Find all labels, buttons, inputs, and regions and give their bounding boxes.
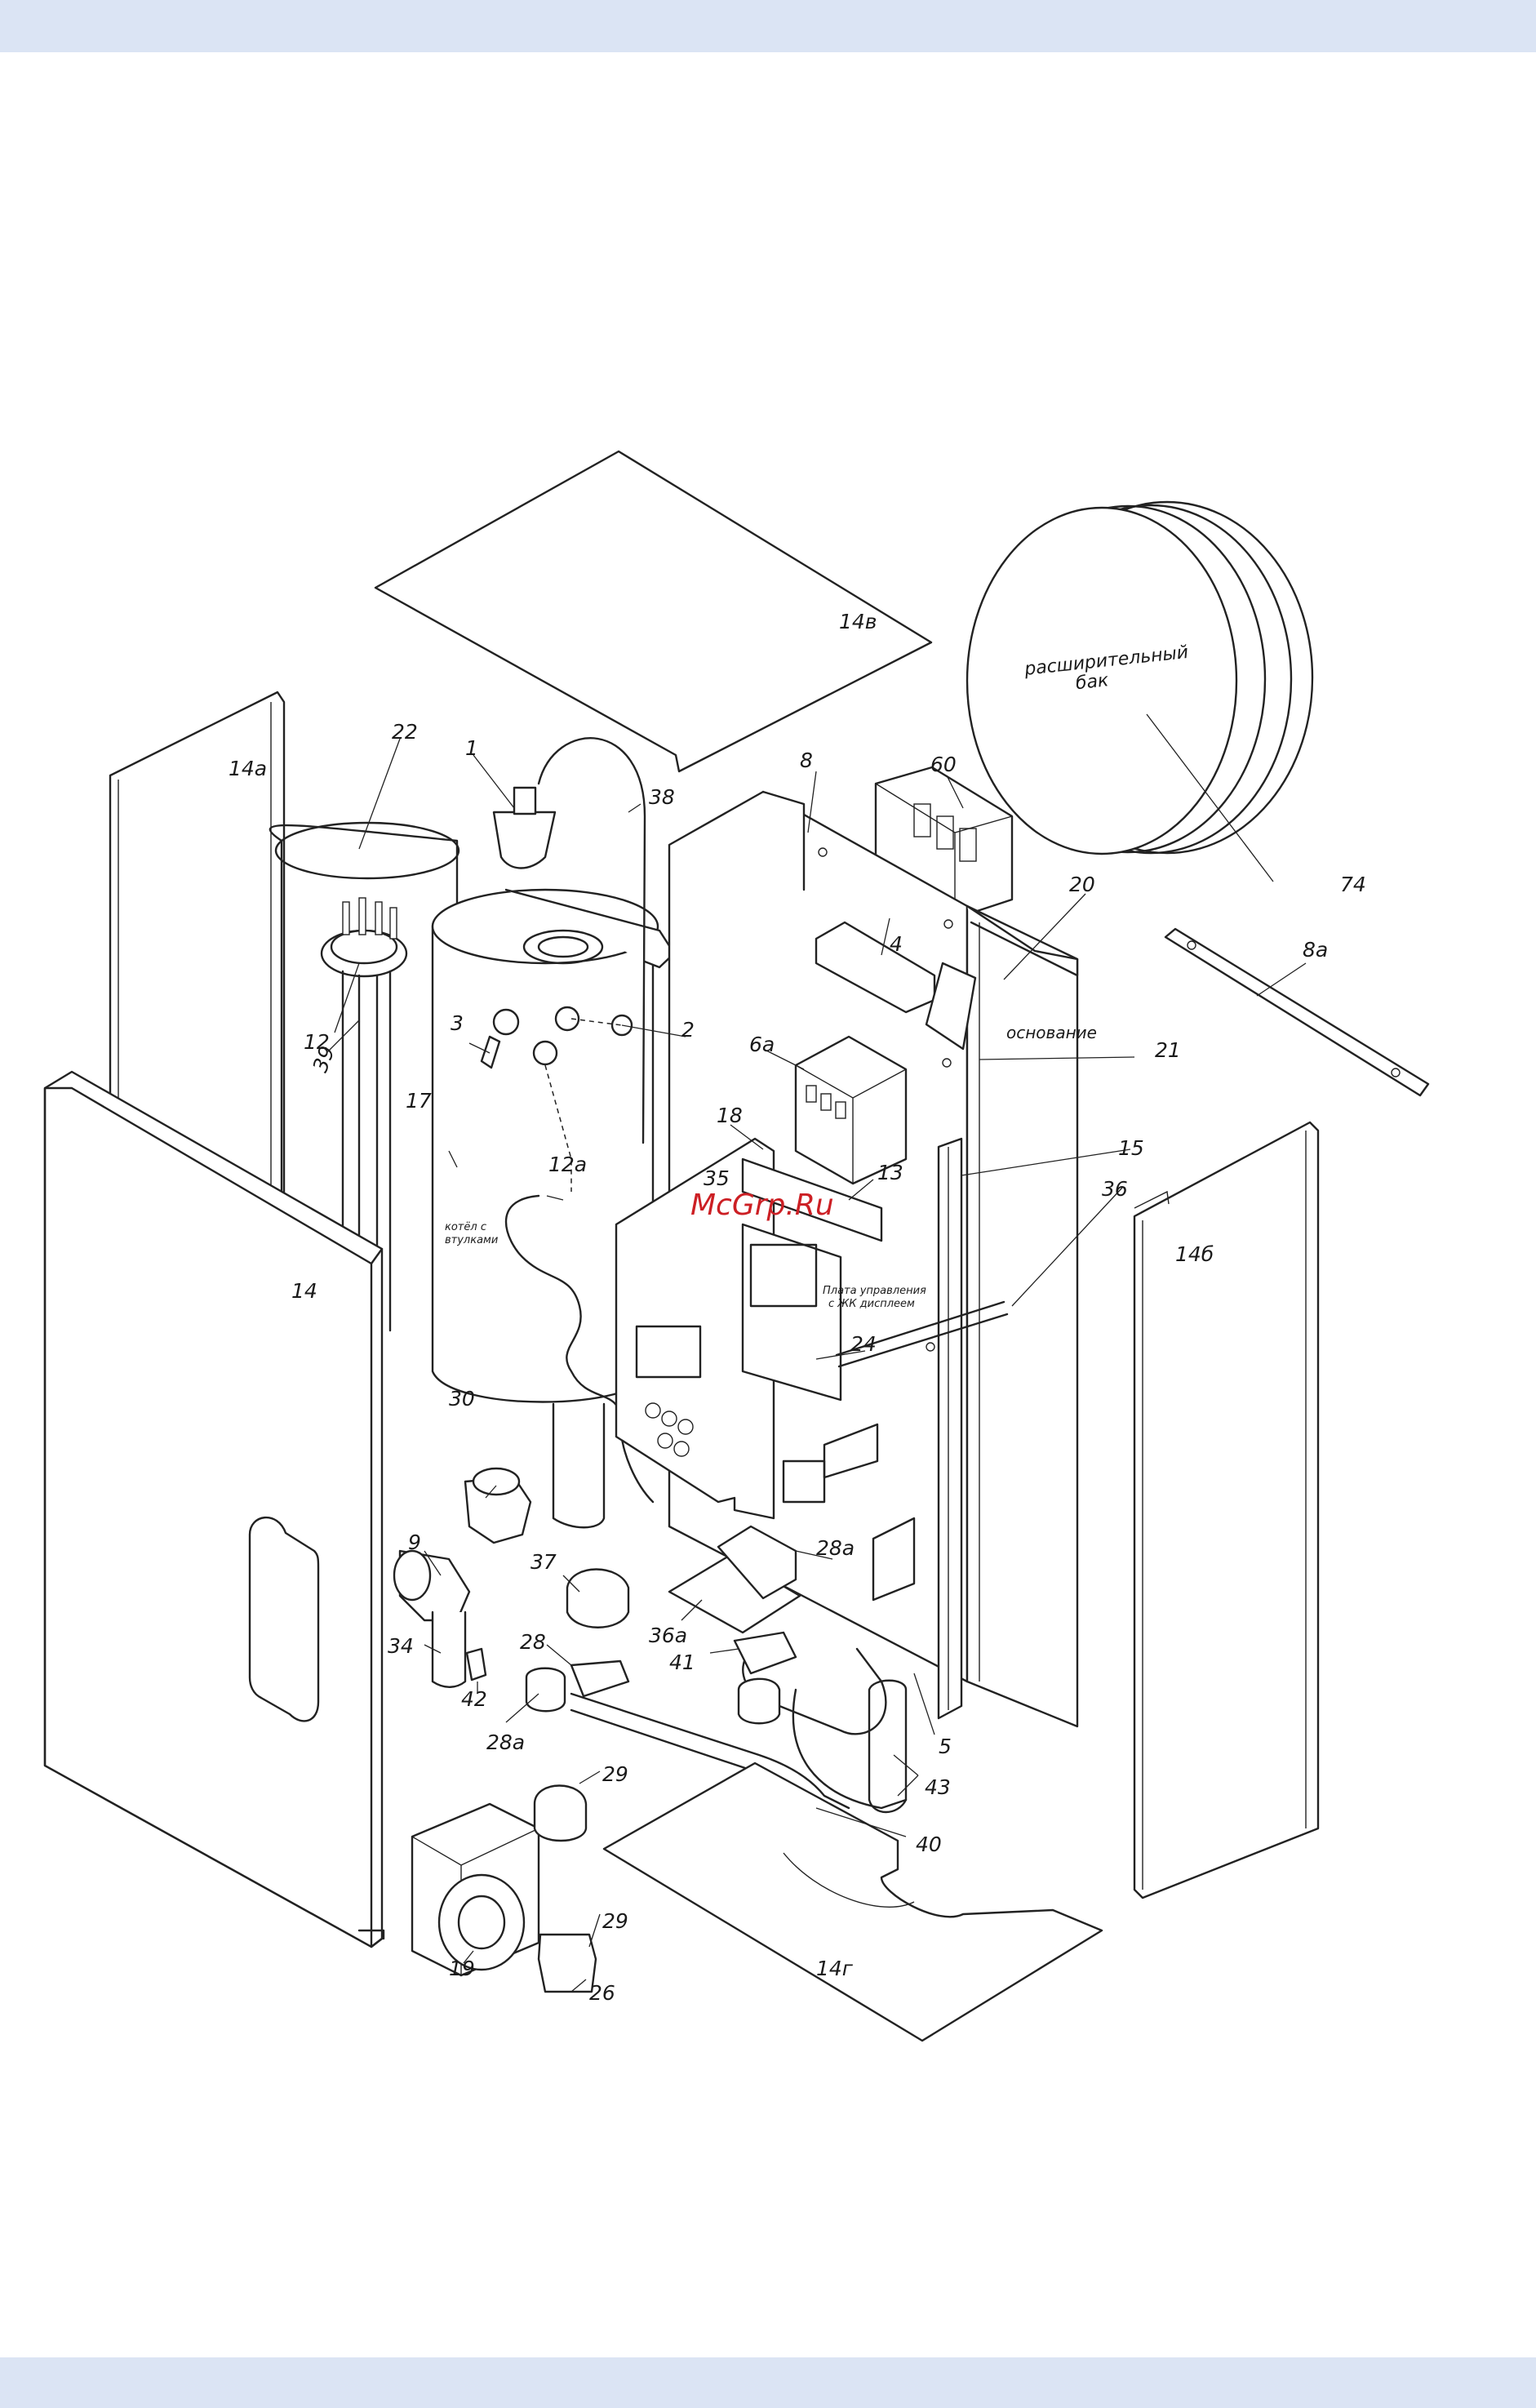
boiler-caption-line2: втулками — [445, 1234, 498, 1246]
label-37: 37 — [530, 1550, 557, 1574]
label-14b: 14б — [1175, 1242, 1214, 1266]
label-30: 30 — [449, 1387, 475, 1411]
label-8a: 8а — [1303, 938, 1328, 962]
board-caption-line2: с ЖК дисплеем — [828, 1298, 915, 1310]
label-38: 38 — [649, 785, 675, 809]
label-43: 43 — [925, 1775, 951, 1799]
label-14g: 14г — [816, 1957, 854, 1980]
label-20: 20 — [1069, 873, 1095, 896]
label-6a: 6а — [749, 1033, 775, 1056]
bracket-8a — [1165, 929, 1428, 1095]
label-12a: 12а — [548, 1153, 587, 1176]
label-26: 26 — [589, 1981, 615, 2005]
front-panel-14 — [45, 1072, 384, 1947]
boiler-caption-line1: котёл с — [445, 1221, 486, 1233]
label-4: 4 — [890, 932, 903, 956]
pump-19 — [412, 1786, 596, 1993]
label-9: 9 — [408, 1531, 421, 1554]
label-14a: 14а — [229, 757, 267, 780]
valve-9 — [394, 1551, 469, 1687]
label-42: 42 — [461, 1687, 487, 1711]
fitting-28a-low — [526, 1668, 565, 1712]
label-36a: 36а — [649, 1624, 687, 1647]
label-15: 15 — [1118, 1136, 1144, 1160]
label-34: 34 — [388, 1634, 414, 1658]
label-14v: 14в — [839, 610, 877, 633]
watermark: McGrp.Ru — [690, 1188, 834, 1222]
pipe-43 — [869, 1681, 906, 1812]
label-2: 2 — [681, 1018, 695, 1042]
label-41: 41 — [669, 1651, 695, 1674]
label-35: 35 — [704, 1166, 730, 1190]
label-28a-low: 28а — [486, 1730, 525, 1754]
label-13: 13 — [877, 1161, 903, 1184]
label-22: 22 — [392, 720, 418, 744]
gauge-30 — [465, 1468, 530, 1543]
label-28: 28 — [520, 1630, 546, 1654]
label-21: 21 — [1155, 1038, 1181, 1062]
label-29-top: 29 — [602, 1762, 628, 1786]
label-24: 24 — [850, 1332, 877, 1356]
plug-42 — [467, 1649, 486, 1680]
fitting-28 — [571, 1661, 628, 1696]
label-60: 60 — [930, 753, 957, 776]
label-14: 14 — [291, 1279, 317, 1303]
base-caption: основание — [1006, 1023, 1097, 1042]
tube-37 — [567, 1570, 628, 1628]
label-29-low: 29 — [602, 1909, 628, 1933]
bottom-panel-14g — [604, 1763, 1102, 2041]
label-1: 1 — [465, 736, 478, 760]
label-74: 74 — [1340, 873, 1366, 896]
label-5: 5 — [939, 1735, 952, 1758]
label-18: 18 — [717, 1104, 743, 1127]
label-17: 17 — [406, 1089, 432, 1113]
tank-caption-line2: бак — [1075, 670, 1110, 694]
terminal-strip-15 — [939, 1139, 961, 1718]
label-28a-top: 28а — [816, 1536, 855, 1560]
board-caption-line1: Плата управления — [823, 1285, 926, 1297]
expansion-tank — [967, 502, 1312, 854]
label-40: 40 — [916, 1833, 942, 1856]
label-8: 8 — [800, 749, 813, 772]
side-panel-14b — [1134, 1122, 1318, 1898]
label-19: 19 — [449, 1957, 475, 1980]
label-36: 36 — [1102, 1177, 1128, 1201]
label-3: 3 — [451, 1011, 464, 1035]
